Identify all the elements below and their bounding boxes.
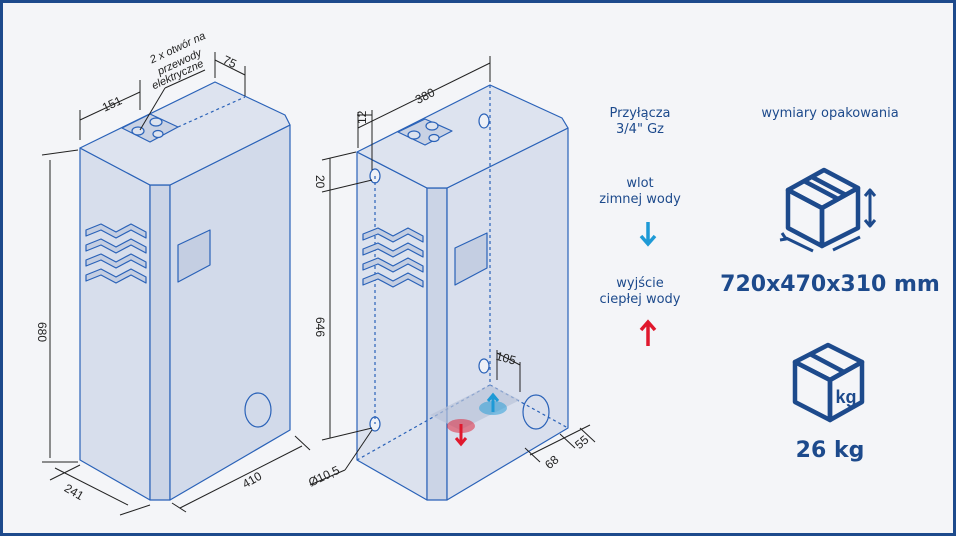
pipe-hole-icon <box>244 392 272 428</box>
connections-title-line: 3/4" Gz <box>616 122 664 137</box>
outlet-arrow-icon <box>454 424 468 447</box>
packaging-dimensions: 720x470x310 mm <box>720 272 940 297</box>
connections-title: Przyłącza 3/4" Gz <box>590 106 690 138</box>
outlet-up-arrow-icon <box>639 319 657 346</box>
vent-slots-icon <box>85 223 147 284</box>
inlet-label-line: wlot <box>626 176 654 191</box>
package-weight: 26 kg <box>795 438 865 463</box>
heater-transparent-view <box>356 84 569 501</box>
dim-68: 68 <box>542 452 561 472</box>
heater-front-view <box>79 81 291 501</box>
connections-title-line: Przyłącza <box>609 106 671 121</box>
packaging-title: wymiary opakowania <box>761 106 899 121</box>
weight-box-icon <box>792 342 865 423</box>
inlet-down-arrow-icon <box>639 222 657 247</box>
dim-hole-diameter: Ø10,5 <box>306 463 342 490</box>
dim-12: 12 <box>355 110 369 124</box>
dim-105: 105 <box>494 349 517 368</box>
dim-55: 55 <box>572 432 591 452</box>
dim-20: 20 <box>313 175 327 189</box>
outlet-label-line: wyjście <box>616 276 664 291</box>
weight-icon-text: kg <box>835 387 856 407</box>
outlet-label-line: ciepłej wody <box>599 292 681 307</box>
inlet-label-line: zimnej wody <box>599 192 681 207</box>
dim-380: 380 <box>413 85 437 107</box>
inlet-arrow-icon <box>486 392 500 412</box>
dim-75: 75 <box>221 53 239 71</box>
package-box-icon <box>779 167 877 253</box>
vent-slots-icon <box>362 227 424 288</box>
dim-241: 241 <box>62 481 87 503</box>
outlet-label: wyjście ciepłej wody <box>590 276 690 308</box>
dim-680: 680 <box>35 322 49 342</box>
dim-646: 646 <box>313 317 327 337</box>
inlet-label: wlot zimnej wody <box>590 176 690 208</box>
handle-icon <box>177 229 211 283</box>
dim-151: 151 <box>100 93 124 114</box>
dim-410: 410 <box>240 469 265 491</box>
